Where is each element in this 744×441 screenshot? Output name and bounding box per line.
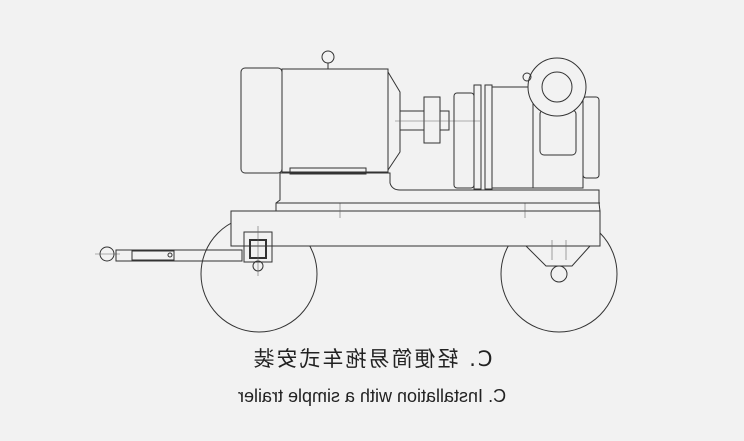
pump: [453, 57, 600, 190]
caption-english: C. Installation with a simple trailer: [237, 386, 507, 406]
motor: [240, 50, 401, 175]
trailer-frame: [230, 203, 601, 247]
tow-bar: [95, 246, 243, 262]
caption-chinese: C. 轻便简易拖车式安装: [251, 347, 493, 371]
coupling: [395, 96, 480, 144]
front-hitch: [243, 226, 273, 276]
rear-bracket: [525, 240, 591, 283]
base-plate: [275, 172, 601, 212]
